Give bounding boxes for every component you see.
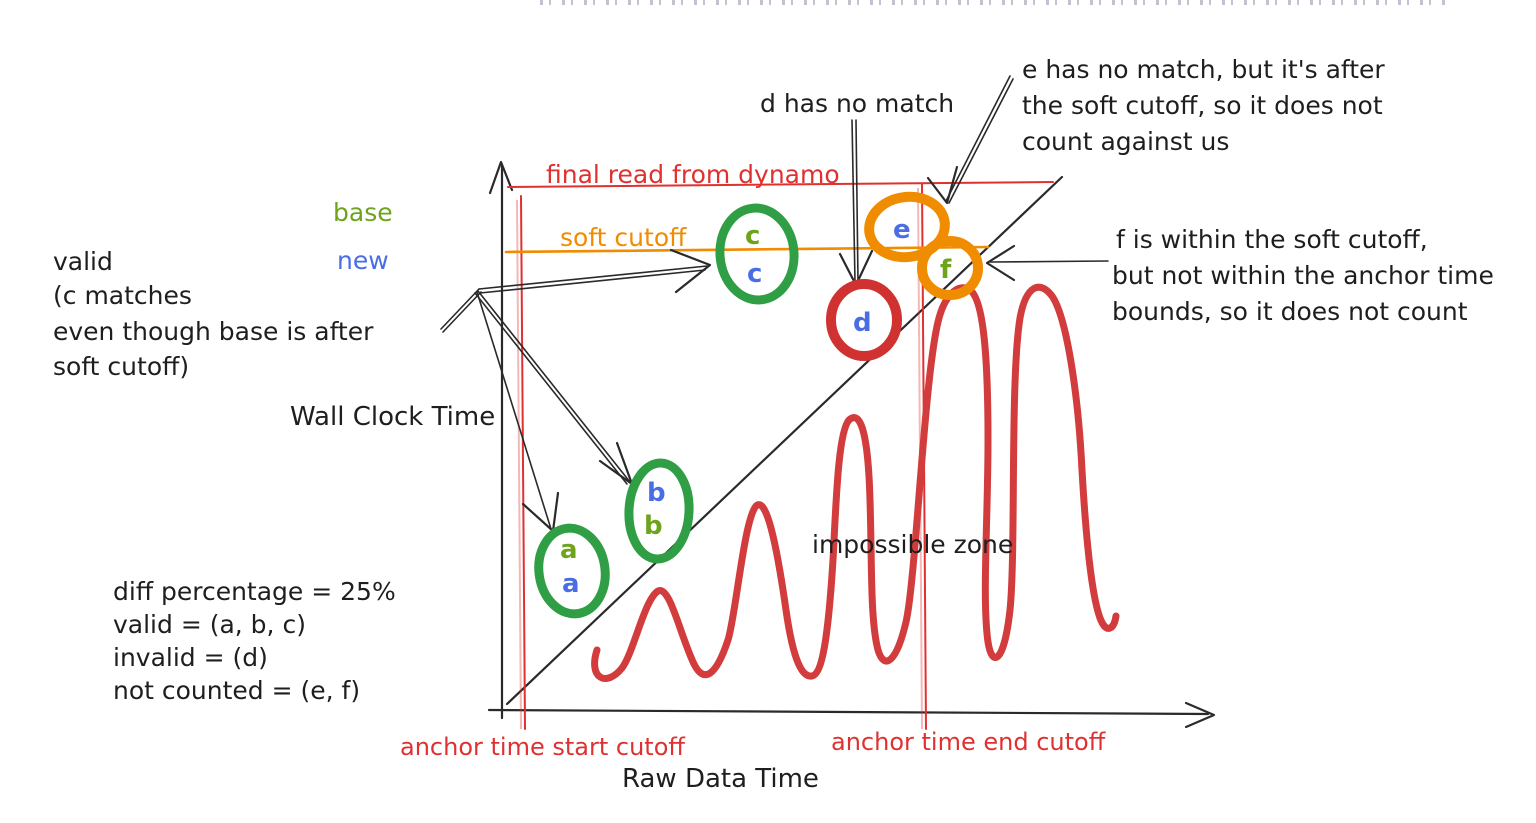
svg-text:even though base is after: even though base is after — [53, 317, 374, 346]
point-a-ring — [534, 523, 610, 619]
svg-text:count against us: count against us — [1022, 127, 1229, 156]
d-note: d has no match — [760, 89, 954, 118]
legend-base-label: base — [333, 198, 393, 227]
point-a-bottom-letter: a — [562, 569, 580, 599]
svg-text:f is within the soft cutoff,: f is within the soft cutoff, — [1116, 225, 1428, 254]
final-read-label: final read from dynamo — [546, 160, 840, 189]
point-e-letter: e — [893, 215, 911, 245]
e-note: e has no match, but it's after the soft … — [1022, 55, 1385, 156]
svg-text:the soft cutoff, so it does no: the soft cutoff, so it does not — [1022, 91, 1383, 120]
valid-note: valid (c matches even though base is aft… — [53, 247, 374, 381]
point-d-letter: d — [853, 308, 872, 338]
svg-text:not counted = (e, f): not counted = (e, f) — [113, 676, 360, 705]
summary-note: diff percentage = 25% valid = (a, b, c) … — [113, 577, 396, 705]
anchor-start-cutoff-line — [516, 195, 526, 730]
svg-text:invalid = (d): invalid = (d) — [113, 643, 268, 672]
svg-text:but not within the anchor time: but not within the anchor time — [1112, 261, 1494, 290]
impossible-zone-label: impossible zone — [812, 530, 1013, 559]
svg-text:(c matches: (c matches — [53, 281, 192, 310]
point-c-top-letter: c — [745, 221, 760, 251]
arrow-to-e — [926, 75, 1014, 205]
svg-text:diff percentage = 25%: diff percentage = 25% — [113, 577, 396, 606]
soft-cutoff-label: soft cutoff — [560, 223, 687, 252]
final-read-line — [507, 181, 1054, 188]
f-note: f is within the soft cutoff, but not wit… — [1112, 225, 1494, 326]
valid-note-connector — [440, 288, 482, 333]
clipped-top-text-remnant — [540, 0, 1445, 5]
point-a-top-letter: a — [560, 535, 578, 565]
x-axis — [487, 701, 1216, 729]
point-b-bottom-letter: b — [644, 511, 663, 541]
arrow-to-f — [985, 244, 1109, 282]
y-axis-label: Wall Clock Time — [290, 402, 495, 432]
point-b-ring — [624, 458, 694, 564]
legend-new-label: new — [337, 246, 389, 275]
soft-cutoff-line — [504, 245, 990, 254]
arrow-to-c — [478, 248, 712, 294]
point-c-ring — [715, 203, 799, 305]
anchor-start-label: anchor time start cutoff — [400, 733, 685, 761]
point-b-top-letter: b — [647, 478, 666, 508]
arrow-to-d — [838, 119, 874, 287]
point-f-letter: f — [940, 255, 952, 285]
svg-text:bounds, so it does not count: bounds, so it does not count — [1112, 297, 1468, 326]
y-axis — [488, 160, 514, 720]
point-d-ring — [826, 279, 902, 361]
point-e-ring — [864, 191, 950, 263]
impossible-zone-squiggle — [591, 283, 1120, 682]
svg-text:valid = (a, b, c): valid = (a, b, c) — [113, 610, 306, 639]
point-f-ring — [917, 236, 983, 300]
svg-text:valid: valid — [53, 247, 113, 276]
svg-text:soft cutoff): soft cutoff) — [53, 352, 189, 381]
anchor-end-label: anchor time end cutoff — [831, 728, 1106, 756]
point-c-bottom-letter: c — [747, 259, 762, 289]
x-axis-label: Raw Data Time — [622, 764, 819, 794]
arrow-to-b — [474, 290, 634, 486]
svg-text:e has no match, but it's after: e has no match, but it's after — [1022, 55, 1385, 84]
diagonal-line — [505, 175, 1064, 706]
